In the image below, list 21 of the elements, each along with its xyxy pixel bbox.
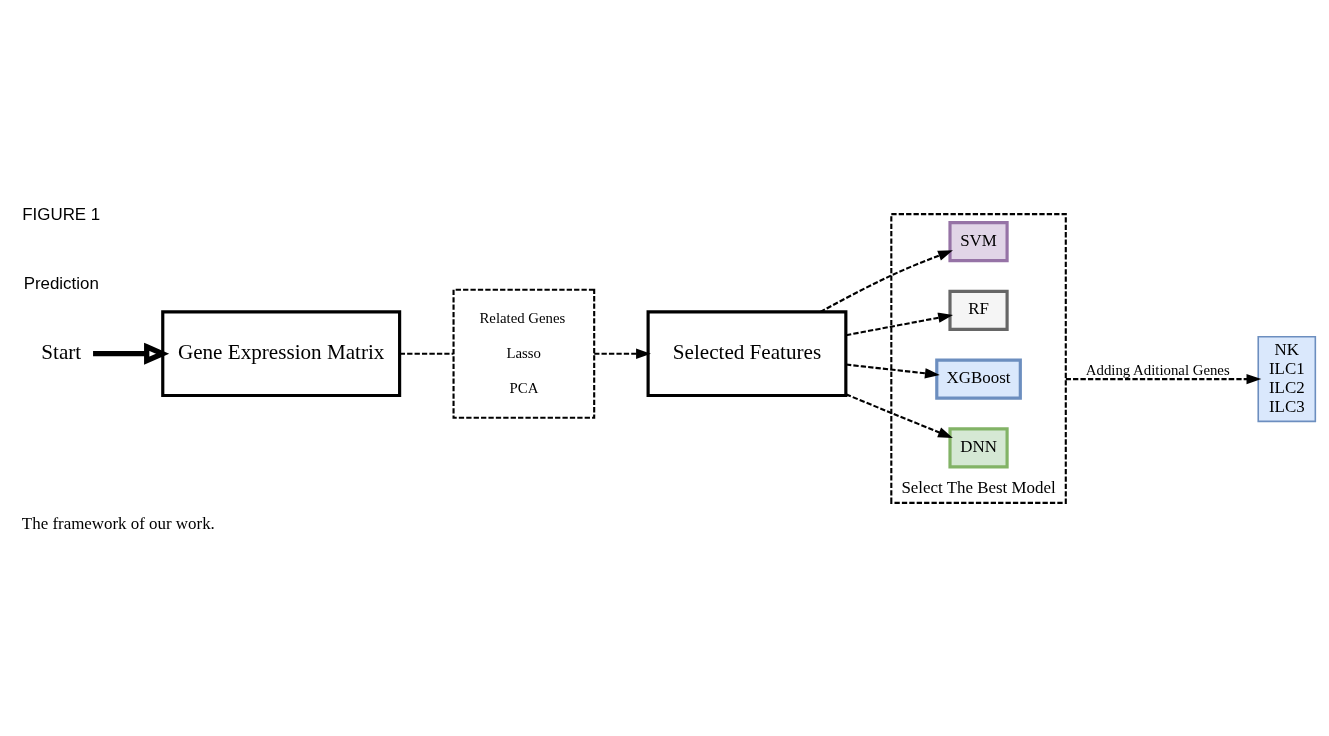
arrow (845, 363, 940, 379)
arrow (845, 393, 953, 438)
arrow (819, 250, 953, 313)
node-box: Gene Expression Matrix (161, 310, 402, 398)
node-box: SVM (948, 221, 1009, 263)
node-box: Related Genes Lasso PCA (452, 288, 596, 419)
edge-label: Adding Aditional Genes (1085, 362, 1230, 379)
arrow (93, 342, 170, 365)
arrow (1065, 373, 1262, 385)
label: Prediction (23, 274, 99, 294)
caption: The framework of our work. (21, 514, 215, 534)
arrow (845, 312, 953, 337)
node-box: Selected Features (646, 310, 848, 398)
connector (399, 352, 454, 355)
arrow (594, 348, 651, 359)
node-box: DNN (948, 427, 1009, 469)
node-box: XGBoost (935, 358, 1022, 400)
node-text: Start (41, 340, 82, 365)
node-box: NK ILC1 ILC2 ILC3 (1257, 336, 1317, 423)
node-box: RF (948, 289, 1009, 331)
label: FIGURE 1 (22, 205, 101, 225)
